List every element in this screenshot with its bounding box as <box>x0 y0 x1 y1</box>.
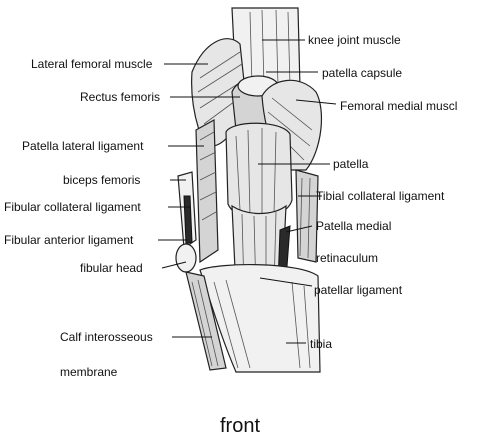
label-tibia: tibia <box>310 337 332 351</box>
patella-lateral-ligament-shape <box>195 118 219 264</box>
label-fibular-anterior-ligament: Fibular anterior ligament <box>4 233 134 247</box>
label-membrane: membrane <box>60 365 118 379</box>
label-lateral-femoral-muscle: Lateral femoral muscle <box>31 57 153 71</box>
label-fibular-head: fibular head <box>80 261 143 275</box>
label-biceps-femoris: biceps femoris <box>63 173 140 187</box>
label-rectus-femoris: Rectus femoris <box>80 90 160 104</box>
label-knee-joint-muscle: knee joint muscle <box>308 33 401 47</box>
label-retinaculum: retinaculum <box>316 251 378 265</box>
label-patella: patella <box>333 157 369 171</box>
label-patella-capsule: patella capsule <box>322 66 402 80</box>
fibular-collateral-ligament-shape <box>183 195 193 245</box>
leader-lines <box>158 39 337 344</box>
label-calf-interosseous: Calf interosseous <box>60 330 153 344</box>
caption-front: front <box>220 415 260 437</box>
label-patellar-ligament: patellar ligament <box>314 283 403 297</box>
label-patella-lateral-ligament: Patella lateral ligament <box>22 139 144 153</box>
label-femoral-medial-muscle: Femoral medial muscl <box>340 99 457 113</box>
label-patella-medial: Patella medial <box>316 219 391 233</box>
label-fibular-collateral-ligament: Fibular collateral ligament <box>4 200 141 214</box>
label-tibial-collateral-ligament: Tibial collateral ligament <box>316 189 445 203</box>
